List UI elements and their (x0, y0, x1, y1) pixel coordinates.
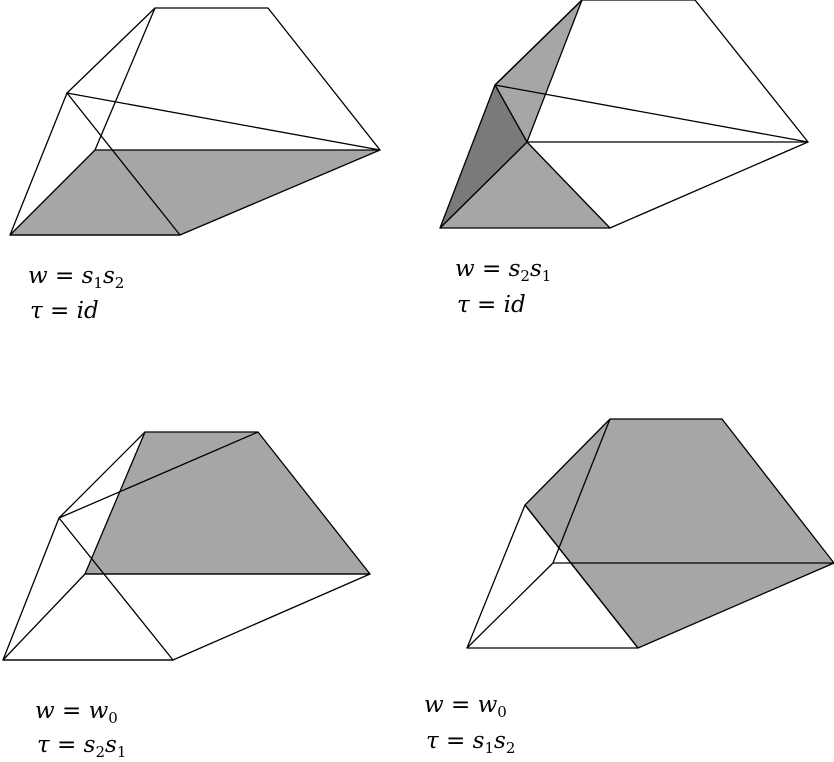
label-tau-1: τ = id (30, 298, 99, 324)
tau-eq-term-subscript: 2 (95, 743, 105, 761)
tau-eq-term-subscript: 1 (484, 739, 494, 757)
polytope-edge (58, 431, 259, 519)
polytope-panel-4 (466, 418, 834, 649)
polytope-edge (552, 418, 611, 564)
w-eq-equals: = (55, 698, 89, 724)
label-w-1: w = s1​s2​ (28, 263, 124, 292)
w-eq-lhs: w (35, 698, 55, 724)
polytope-panel-1 (9, 7, 381, 236)
tau-eq-term-subscript: 2 (506, 739, 516, 757)
tau-eq-term-base: s (494, 728, 506, 754)
polytope-edge (94, 7, 156, 151)
polytope-front-triangle (466, 504, 639, 649)
w-eq-term-base: w (89, 698, 109, 724)
w-eq-term-subscript: 2 (115, 274, 125, 292)
polytope-bottom-edges (527, 141, 809, 229)
w-eq-equals: = (475, 256, 509, 282)
tau-eq-term-base: s (473, 728, 485, 754)
tau-eq-term-base: id (77, 298, 99, 324)
polytope-top-face (66, 7, 381, 151)
shaded-overlap-face (439, 84, 528, 229)
tau-eq-lhs: τ (37, 732, 51, 758)
w-eq-equals: = (48, 263, 82, 289)
label-tau-2: τ = id (457, 292, 526, 318)
tau-eq-term-base: s (105, 732, 117, 758)
shaded-bottom-face (9, 149, 381, 236)
label-w-3: w = w0​ (35, 698, 118, 727)
polytope-top-face (494, 0, 809, 143)
shaded-back-face (84, 431, 371, 575)
label-w-2: w = s2​s1​ (455, 256, 551, 285)
tau-eq-lhs: τ (457, 292, 471, 318)
w-eq-term-subscript: 1 (542, 267, 552, 285)
polytope-panel-2 (439, 0, 809, 229)
tau-eq-term-base: s (84, 732, 96, 758)
w-eq-term-base: s (82, 263, 94, 289)
polytope-panel-3 (2, 431, 371, 661)
polytope-bottom-face (2, 573, 371, 661)
tau-eq-lhs: τ (30, 298, 44, 324)
w-eq-term-subscript: 1 (93, 274, 103, 292)
w-eq-equals: = (444, 692, 478, 718)
w-eq-lhs: w (455, 256, 475, 282)
shaded-top-face (524, 418, 834, 649)
polytope-edge (58, 431, 146, 519)
tau-eq-term-base: id (504, 292, 526, 318)
polytope-front-triangle (9, 92, 181, 236)
w-eq-term-base: s (509, 256, 521, 282)
label-w-4: w = w0​ (424, 692, 507, 721)
tau-eq-equals: = (470, 292, 504, 318)
w-eq-term-base: s (103, 263, 115, 289)
polytope-edge (466, 562, 554, 649)
w-eq-term-subscript: 2 (520, 267, 530, 285)
w-eq-term-subscript: 0 (497, 703, 507, 721)
w-eq-lhs: w (424, 692, 444, 718)
tau-eq-equals: = (439, 728, 473, 754)
label-tau-3: τ = s2​s1​ (37, 732, 126, 761)
w-eq-lhs: w (28, 263, 48, 289)
tau-eq-equals: = (43, 298, 77, 324)
tau-eq-lhs: τ (426, 728, 440, 754)
w-eq-term-base: s (530, 256, 542, 282)
tau-eq-term-subscript: 1 (117, 743, 127, 761)
label-tau-4: τ = s1​s2​ (426, 728, 515, 757)
w-eq-term-base: w (478, 692, 498, 718)
tau-eq-equals: = (50, 732, 84, 758)
w-eq-term-subscript: 0 (108, 709, 118, 727)
